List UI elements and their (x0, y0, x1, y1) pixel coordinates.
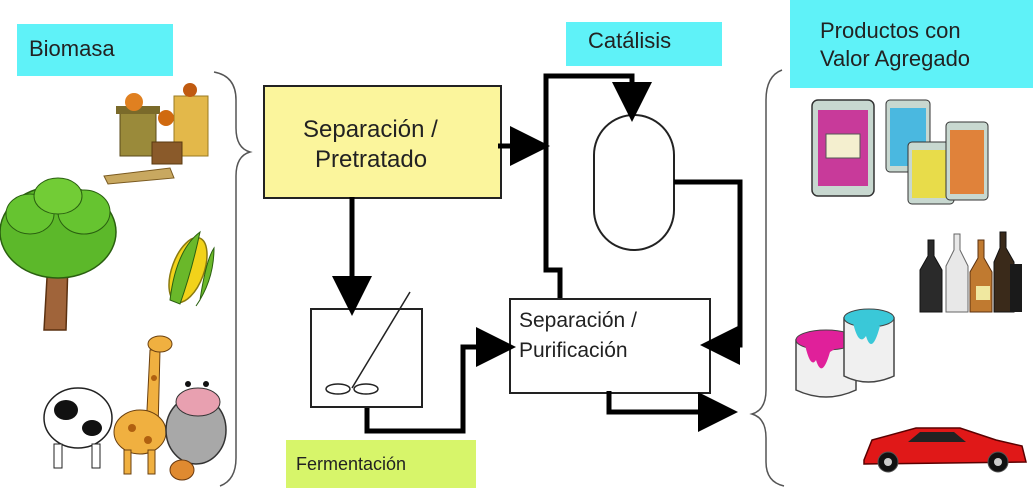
corn-icon (168, 230, 215, 307)
productos-text-line2: Valor Agregado (820, 46, 971, 71)
flow-purification-to-products (606, 391, 738, 432)
farm-animals-icon (43, 335, 227, 481)
purificacion-box: Separación / Purificación (509, 298, 711, 394)
right-brace (749, 69, 785, 487)
flow-fermenter-to-purification (364, 327, 516, 434)
bottles-icon (919, 231, 1022, 313)
catalisis-label: Catálisis (566, 22, 722, 66)
pretratamiento-box: Separación / Pretratado (263, 85, 502, 199)
purificacion-line1: Separación / (519, 309, 637, 332)
biomasa-text: Biomasa (29, 36, 115, 61)
biomasa-label: Biomasa (17, 24, 173, 76)
pill-jars-icon (811, 99, 989, 205)
fermentacion-label: Fermentación (286, 440, 476, 488)
flow-loop-to-catalysis (543, 73, 652, 298)
left-brace (213, 71, 253, 487)
paint-cans-icon (795, 308, 895, 398)
tree-icon (0, 177, 117, 331)
productos-label: Productos con Valor Agregado (790, 0, 1033, 88)
red-car-icon (863, 427, 1027, 473)
catalytic-reactor (593, 114, 675, 251)
flow-reactor-to-purification (674, 179, 743, 365)
fermentation-vessel (310, 291, 423, 408)
fermentacion-text: Fermentación (296, 454, 407, 474)
productos-text-line1: Productos con (820, 18, 961, 43)
catalisis-text: Catálisis (588, 28, 672, 53)
pretratamiento-line1: Separación / (303, 116, 438, 143)
harvest-baskets-icon (103, 83, 209, 185)
pretratamiento-line2: Pretratado (315, 146, 428, 173)
purificacion-line2: Purificación (519, 339, 628, 362)
